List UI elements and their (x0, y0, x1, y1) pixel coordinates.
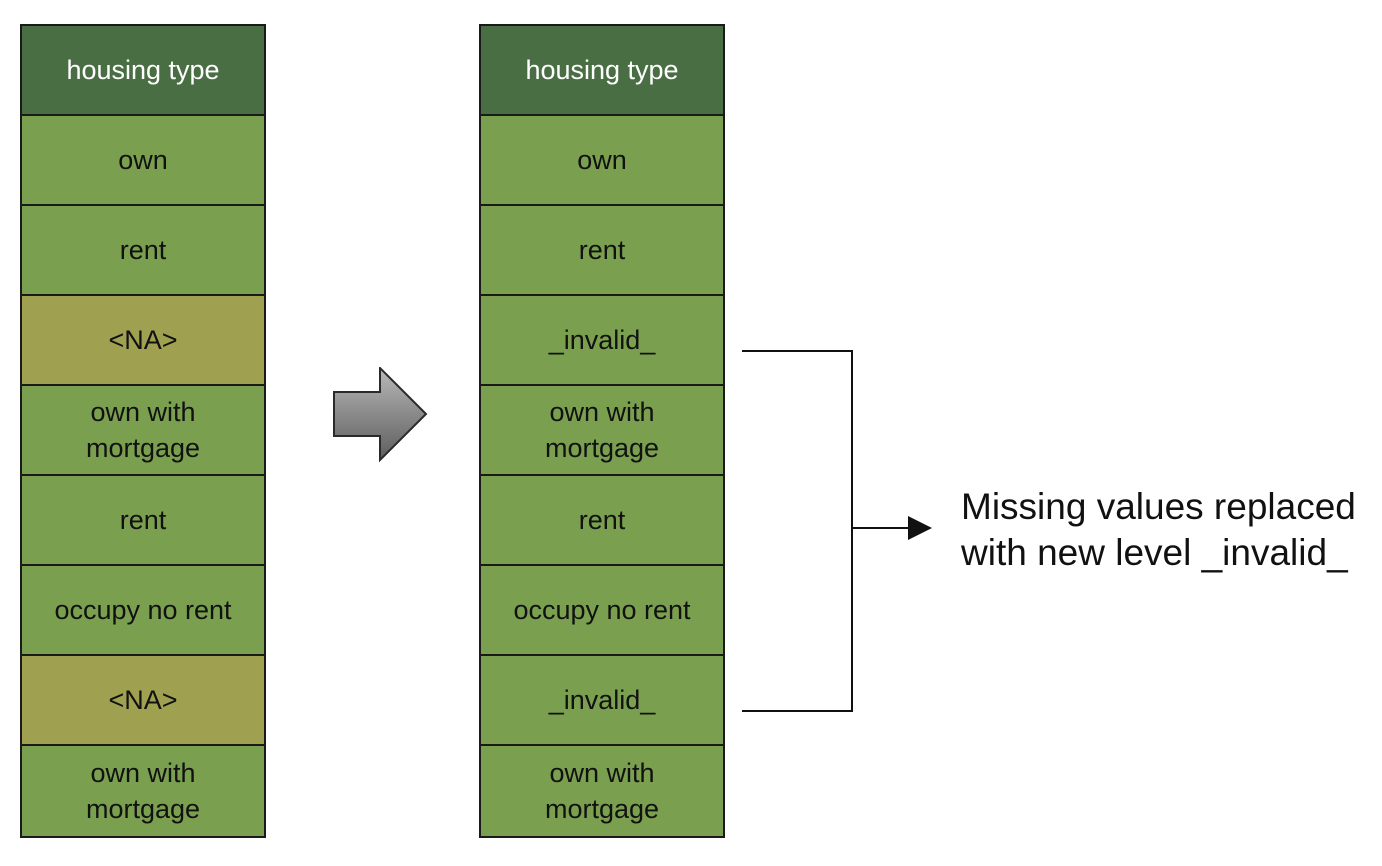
cell-text: rent (120, 502, 167, 538)
cell-text-line: <NA> (108, 325, 178, 355)
transform-arrow-icon (333, 367, 428, 463)
table-cell-missing: <NA> (22, 656, 264, 746)
cell-text-line: occupy no rent (54, 595, 232, 625)
cell-text-line: mortgage (544, 794, 660, 824)
left-table-header: housing type (22, 26, 264, 116)
table-cell: own with mortgage (22, 746, 264, 836)
cell-text: rent (579, 502, 626, 538)
cell-text: own with mortgage (86, 755, 200, 827)
cell-text-line: <NA> (108, 685, 178, 715)
cell-text-line: occupy no rent (513, 595, 691, 625)
cell-text-line: mortgage (85, 794, 201, 824)
cell-text: own with mortgage (545, 394, 659, 466)
table-cell: occupy no rent (481, 566, 723, 656)
cell-text: own with mortgage (545, 755, 659, 827)
table-cell: own with mortgage (22, 386, 264, 476)
cell-text-line: own with (90, 758, 196, 788)
cell-text: _invalid_ (549, 682, 656, 718)
right-table-header: housing type (481, 26, 723, 116)
cell-text: occupy no rent (54, 592, 231, 628)
table-cell: _invalid_ (481, 656, 723, 746)
table-cell-missing: <NA> (22, 296, 264, 386)
cell-text-line: own with (549, 397, 655, 427)
cell-text-line: own with (90, 397, 196, 427)
cell-text-line: rent (578, 505, 626, 535)
annotation-line-1: Missing values replaced (961, 486, 1356, 527)
table-cell: rent (22, 476, 264, 566)
cell-text-line: mortgage (544, 433, 660, 463)
cell-text-line: rent (119, 505, 167, 535)
table-cell: rent (481, 206, 723, 296)
table-cell: own (481, 116, 723, 206)
table-cell: own (22, 116, 264, 206)
cell-text-line: _invalid_ (548, 685, 656, 715)
cell-text: own (577, 142, 627, 178)
cell-text-line: own with (549, 758, 655, 788)
table-cell: rent (22, 206, 264, 296)
cell-text-line: own (118, 145, 168, 175)
table-cell: own with mortgage (481, 386, 723, 476)
original-column-table: housing type own rent <NA> own with mortgage… (20, 24, 266, 838)
table-cell: occupy no rent (22, 566, 264, 656)
missing-values-bracket (742, 350, 932, 712)
cell-text-line: rent (578, 235, 626, 265)
cell-text-line: rent (119, 235, 167, 265)
cell-text: own (118, 142, 168, 178)
annotation-text: Missing values replaced with new level _… (961, 484, 1356, 576)
table-cell: own with mortgage (481, 746, 723, 836)
cell-text: <NA> (108, 322, 177, 358)
cell-text: rent (579, 232, 626, 268)
right-arrow-icon (908, 516, 932, 540)
table-cell: _invalid_ (481, 296, 723, 386)
annotation-line-2: with new level _invalid_ (961, 532, 1348, 573)
cell-text: _invalid_ (549, 322, 656, 358)
cell-text: occupy no rent (513, 592, 690, 628)
cell-text: own with mortgage (86, 394, 200, 466)
cell-text: <NA> (108, 682, 177, 718)
table-cell: rent (481, 476, 723, 566)
cell-text-line: _invalid_ (548, 325, 656, 355)
cell-text-line: own (577, 145, 627, 175)
cell-text-line: mortgage (85, 433, 201, 463)
cell-text: rent (120, 232, 167, 268)
